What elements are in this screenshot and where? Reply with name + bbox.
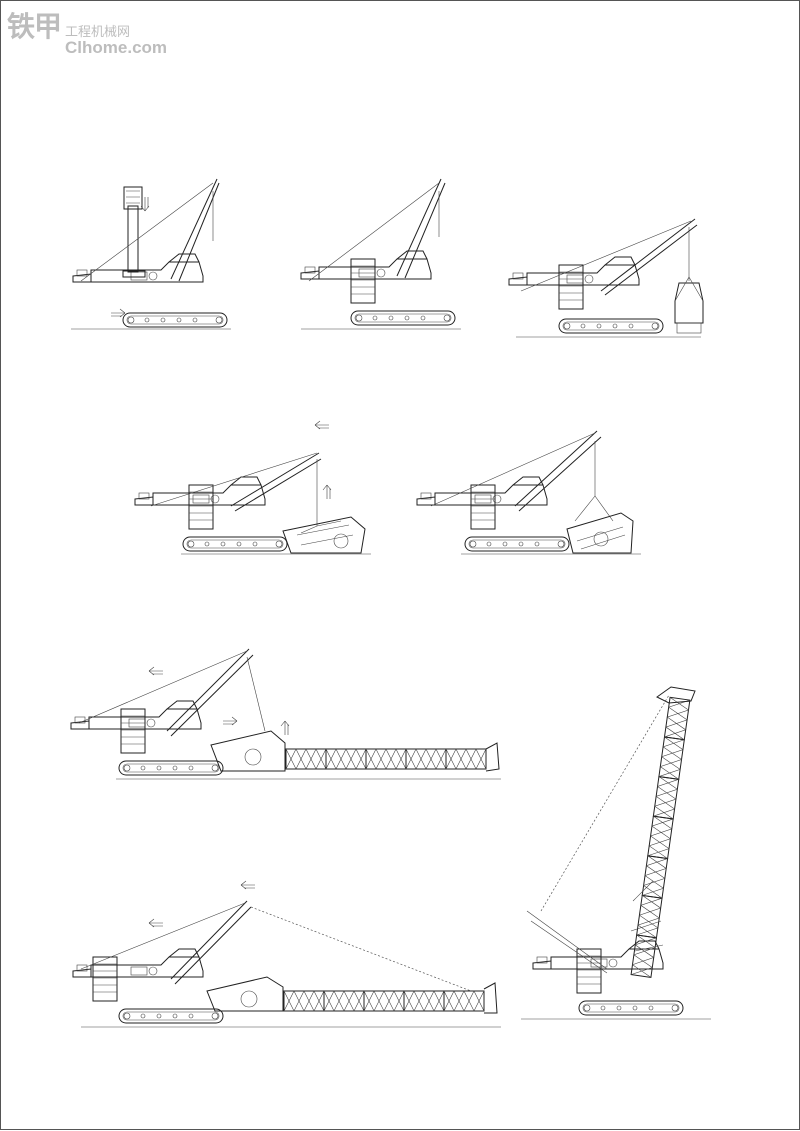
step-2-crane xyxy=(300,178,461,330)
step-4-crane xyxy=(134,420,371,555)
step-5-crane xyxy=(416,430,641,555)
watermark-site-name: 工程机械网 xyxy=(65,25,131,40)
step-1-crane xyxy=(71,178,231,330)
step-7-crane xyxy=(72,880,501,1028)
step-3-crane xyxy=(508,218,704,338)
watermark-logo: 铁甲 工程机械网 Clhome.com xyxy=(7,5,167,56)
watermark-domain: Clhome.com xyxy=(65,38,168,57)
step-8-crane xyxy=(521,686,711,1020)
watermark-brand: 铁甲 xyxy=(7,10,62,43)
step-6-crane xyxy=(70,648,501,780)
